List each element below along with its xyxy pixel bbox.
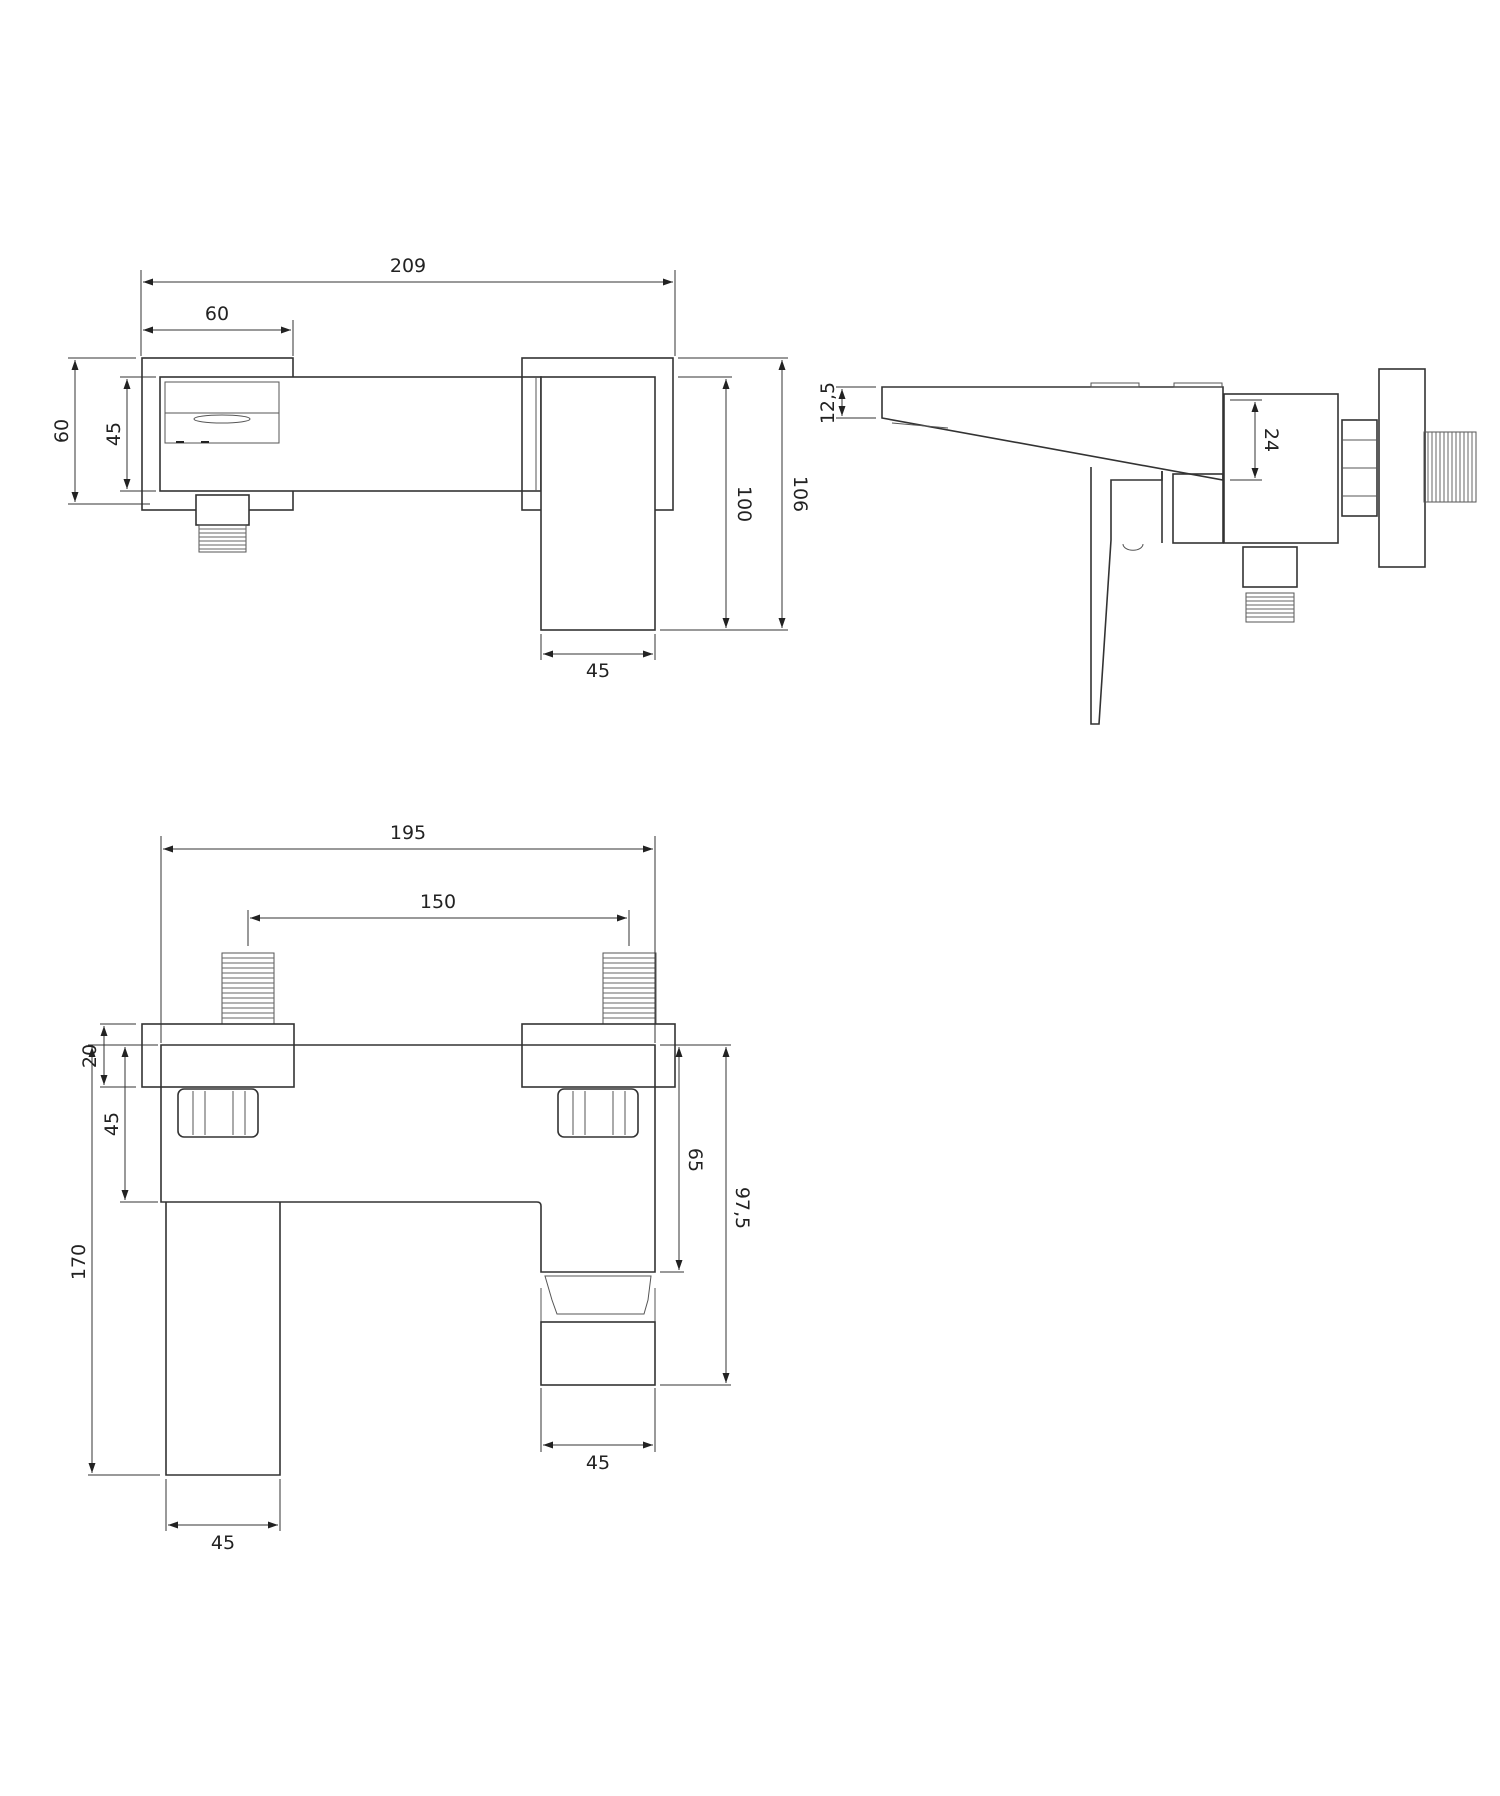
front-body <box>160 1044 656 1273</box>
dim-24: 24 <box>1260 428 1282 452</box>
spout <box>540 376 656 631</box>
aerator-icon <box>193 414 251 424</box>
front-left-flange <box>141 1023 295 1088</box>
mixer-body <box>159 376 542 492</box>
dim-45-column: 45 <box>211 1532 235 1554</box>
front-column <box>165 1202 281 1476</box>
dim-106: 106 <box>789 476 811 512</box>
dim-170: 170 <box>68 1244 90 1280</box>
dim-195: 195 <box>390 822 426 844</box>
dim-209: 209 <box>390 255 426 277</box>
front-view: 195 150 20 45 170 65 97,5 45 45 <box>68 822 753 1554</box>
side-spout <box>881 386 1224 481</box>
side-wall-flange <box>1378 368 1426 568</box>
side-body <box>1223 393 1339 544</box>
dim-20: 20 <box>79 1044 101 1068</box>
dim-45-body: 45 <box>103 422 125 446</box>
dim-100: 100 <box>733 486 755 522</box>
dim-12-5: 12,5 <box>817 382 839 424</box>
side-outlet-fitting <box>1242 546 1298 588</box>
top-view: 209 60 60 45 100 106 45 <box>51 255 811 682</box>
dim-60-width: 60 <box>205 303 229 325</box>
dim-45-front-body: 45 <box>101 1112 123 1136</box>
dim-45-spout: 45 <box>586 660 610 682</box>
dim-150: 150 <box>420 891 456 913</box>
dim-45-lever: 45 <box>586 1452 610 1474</box>
side-view: 12,5 24 <box>817 368 1477 725</box>
outlet-thread <box>198 524 247 553</box>
side-cartridge <box>1172 473 1224 544</box>
front-left-nut <box>177 1088 259 1138</box>
front-aerator <box>544 1275 652 1315</box>
outlet-fitting <box>195 494 250 526</box>
front-lever <box>540 1321 656 1386</box>
dim-60-height: 60 <box>51 419 73 443</box>
front-right-nut <box>557 1088 639 1138</box>
front-right-flange <box>521 1023 676 1088</box>
dim-97-5: 97,5 <box>731 1187 753 1229</box>
dim-65: 65 <box>684 1148 706 1172</box>
lever-handle <box>1090 467 1163 725</box>
side-inlet-thread <box>1423 431 1477 503</box>
